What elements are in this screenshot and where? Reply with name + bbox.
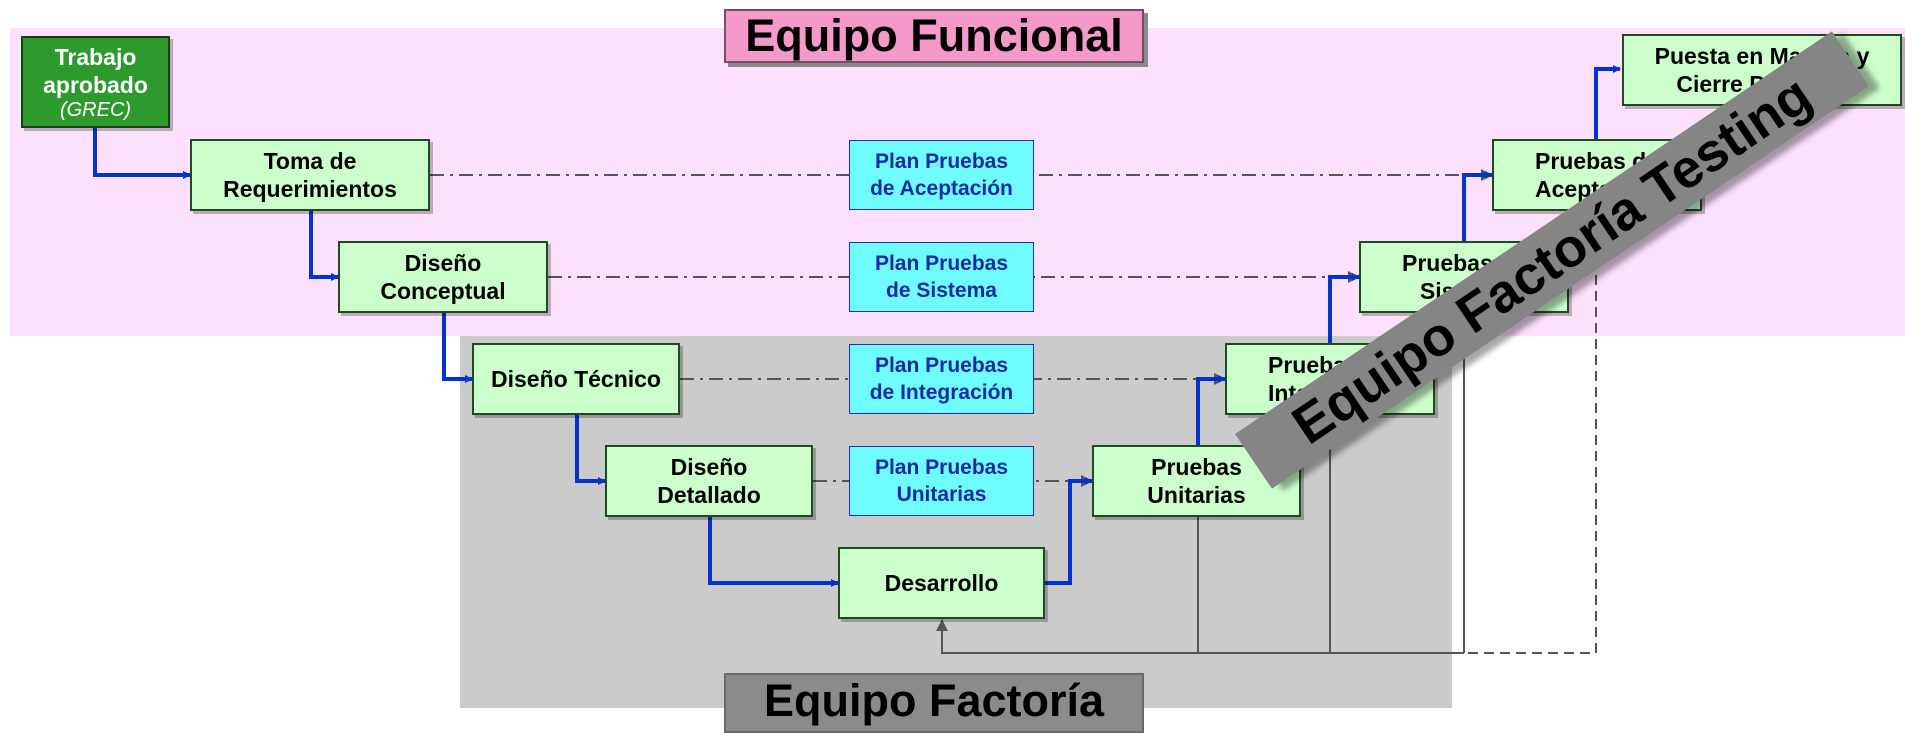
node-desarrollo: Desarrollo (838, 547, 1045, 619)
feedback-line-dashed (1464, 211, 1597, 654)
node-diseno-tecnico: Diseño Técnico (472, 343, 680, 415)
equipo-factoria-title: Equipo Factoría (724, 673, 1144, 733)
flow-arrow (93, 128, 191, 179)
node-toma-requerimientos: Toma de Requerimientos (190, 139, 430, 211)
node-diseno-detallado: Diseño Detallado (605, 445, 813, 517)
plan-pruebas-aceptacion: Plan Pruebas de Aceptación (849, 140, 1034, 210)
node-diseno-conceptual: Diseño Conceptual (338, 241, 548, 313)
flow-arrow (442, 313, 473, 383)
flow-arrow (1196, 375, 1226, 447)
plan-pruebas-unitarias: Plan Pruebas Unitarias (849, 446, 1034, 516)
node-trabajo-aprobado: Trabajo aprobado (GREC) (21, 36, 170, 128)
flow-arrow (1045, 477, 1093, 585)
flow-arrow (1328, 273, 1360, 345)
flow-arrow (1462, 171, 1493, 243)
flow-arrow (309, 211, 339, 281)
plan-pruebas-integracion: Plan Pruebas de Integración (849, 344, 1034, 414)
plan-pruebas-sistema: Plan Pruebas de Sistema (849, 242, 1034, 312)
feedback-line (936, 517, 1199, 654)
flow-arrow (1594, 65, 1621, 139)
equipo-funcional-title: Equipo Funcional (724, 9, 1144, 63)
flow-arrow (575, 415, 606, 485)
flow-arrow (708, 517, 839, 587)
